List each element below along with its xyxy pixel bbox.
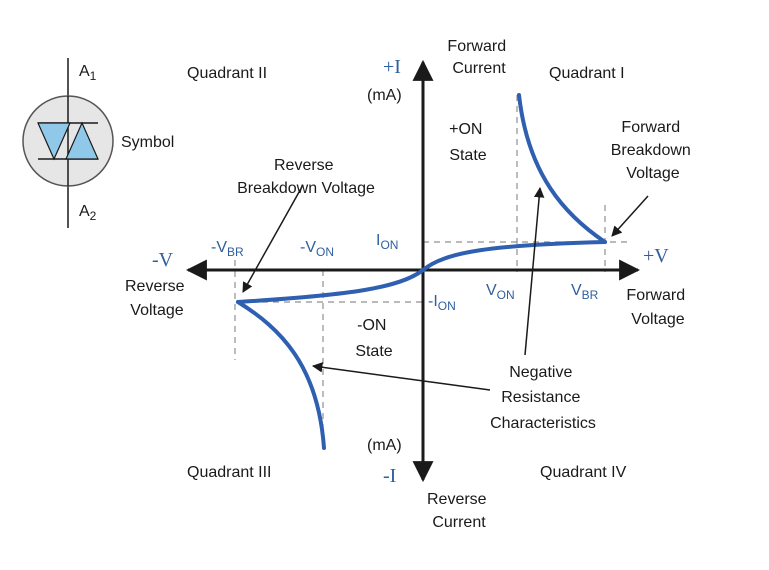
plus-i-label: +I <box>383 56 401 78</box>
pointers <box>242 184 649 391</box>
quadrant-ii-label: Quadrant II <box>187 65 267 82</box>
neg-v-on-label: -VON <box>300 239 334 259</box>
terminal-a2: A2 <box>79 203 97 223</box>
v-br-label: VBR <box>571 282 599 302</box>
forward-breakdown-label: Forward Breakdown Voltage <box>611 119 696 182</box>
iv-curve <box>236 93 607 450</box>
minus-v-label: -V <box>152 249 174 271</box>
reverse-breakdown-label: Reverse Breakdown Voltage <box>237 157 375 197</box>
curve-q3-negative-resistance <box>236 300 326 450</box>
minus-i-label: -I <box>383 465 396 487</box>
ma-unit-bottom: (mA) <box>367 437 402 454</box>
curve-q1-negative-resistance <box>517 93 607 244</box>
quadrant-iii-label: Quadrant III <box>187 464 272 481</box>
ma-unit-top: (mA) <box>367 87 402 104</box>
on-state-positive-label: +ON State <box>449 121 487 164</box>
terminal-a1: A1 <box>79 63 97 83</box>
quadrant-iv-label: Quadrant IV <box>540 464 627 481</box>
forward-voltage-label: Forward Voltage <box>626 287 689 328</box>
negative-resistance-pointer-q3 <box>311 362 491 391</box>
symbol-label: Symbol <box>121 134 174 151</box>
quadrant-i-label: Quadrant I <box>549 65 625 82</box>
neg-v-br-label: -VBR <box>211 239 244 259</box>
reverse-voltage-label: Reverse Voltage <box>125 278 189 319</box>
on-state-negative-label: -ON State <box>355 317 392 360</box>
negative-resistance-pointer-q1 <box>524 186 545 356</box>
negative-resistance-label: Negative Resistance Characteristics <box>490 364 596 432</box>
reverse-current-label: Reverse Current <box>427 491 491 531</box>
neg-i-on-label: -ION <box>428 293 456 313</box>
i-on-label: ION <box>376 232 398 252</box>
curve-q1-off-state <box>421 240 607 272</box>
plus-v-label: +V <box>643 245 669 267</box>
v-on-label: VON <box>486 282 515 302</box>
symbol-triangle-down <box>37 122 71 161</box>
symbol-triangle-up <box>65 121 99 160</box>
reverse-breakdown-pointer <box>242 184 304 293</box>
curve-q3-off-state <box>236 268 425 304</box>
forward-current-label: Forward Current <box>447 38 510 77</box>
triac-symbol <box>22 58 114 228</box>
forward-breakdown-pointer <box>611 195 649 237</box>
